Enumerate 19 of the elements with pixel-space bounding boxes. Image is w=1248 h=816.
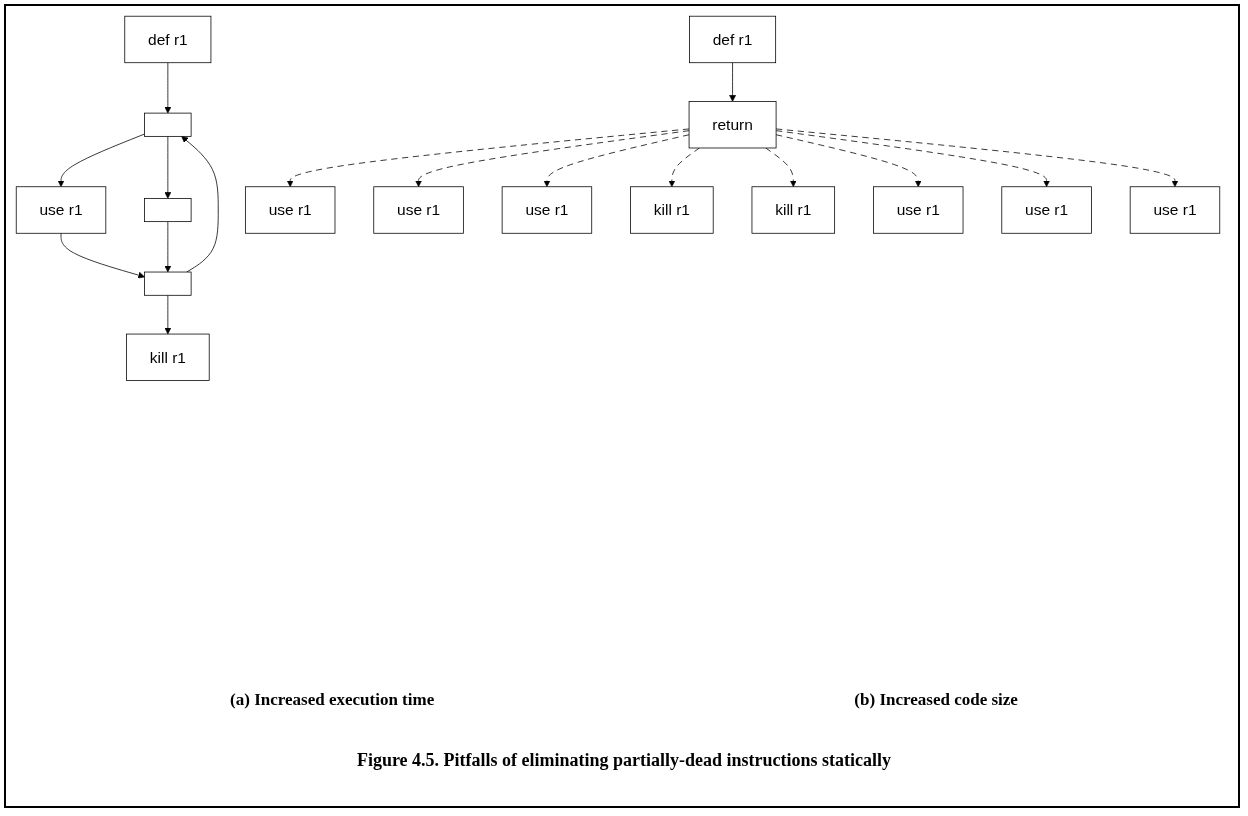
node-box — [144, 198, 192, 223]
panel-label: (b) Increased code size — [854, 690, 1018, 710]
node-box: use r1 — [1129, 186, 1221, 234]
node-box: use r1 — [501, 186, 593, 234]
node-box: use r1 — [873, 186, 964, 234]
figure-caption: Figure 4.5. Pitfalls of eliminating partially-dead instructions statically — [355, 750, 893, 771]
node-box: kill r1 — [126, 333, 210, 381]
node-box — [144, 112, 192, 137]
node-box: return — [688, 101, 777, 149]
node-box: kill r1 — [630, 186, 714, 234]
node-box: use r1 — [245, 186, 336, 234]
node-box: kill r1 — [751, 186, 836, 234]
node-box: def r1 — [689, 15, 777, 64]
node-box: use r1 — [1001, 186, 1092, 234]
node-box: use r1 — [373, 186, 464, 234]
node-box: def r1 — [124, 15, 212, 64]
node-box: use r1 — [15, 186, 107, 234]
node-box — [144, 271, 192, 296]
panel-label: (a) Increased execution time — [230, 690, 435, 710]
